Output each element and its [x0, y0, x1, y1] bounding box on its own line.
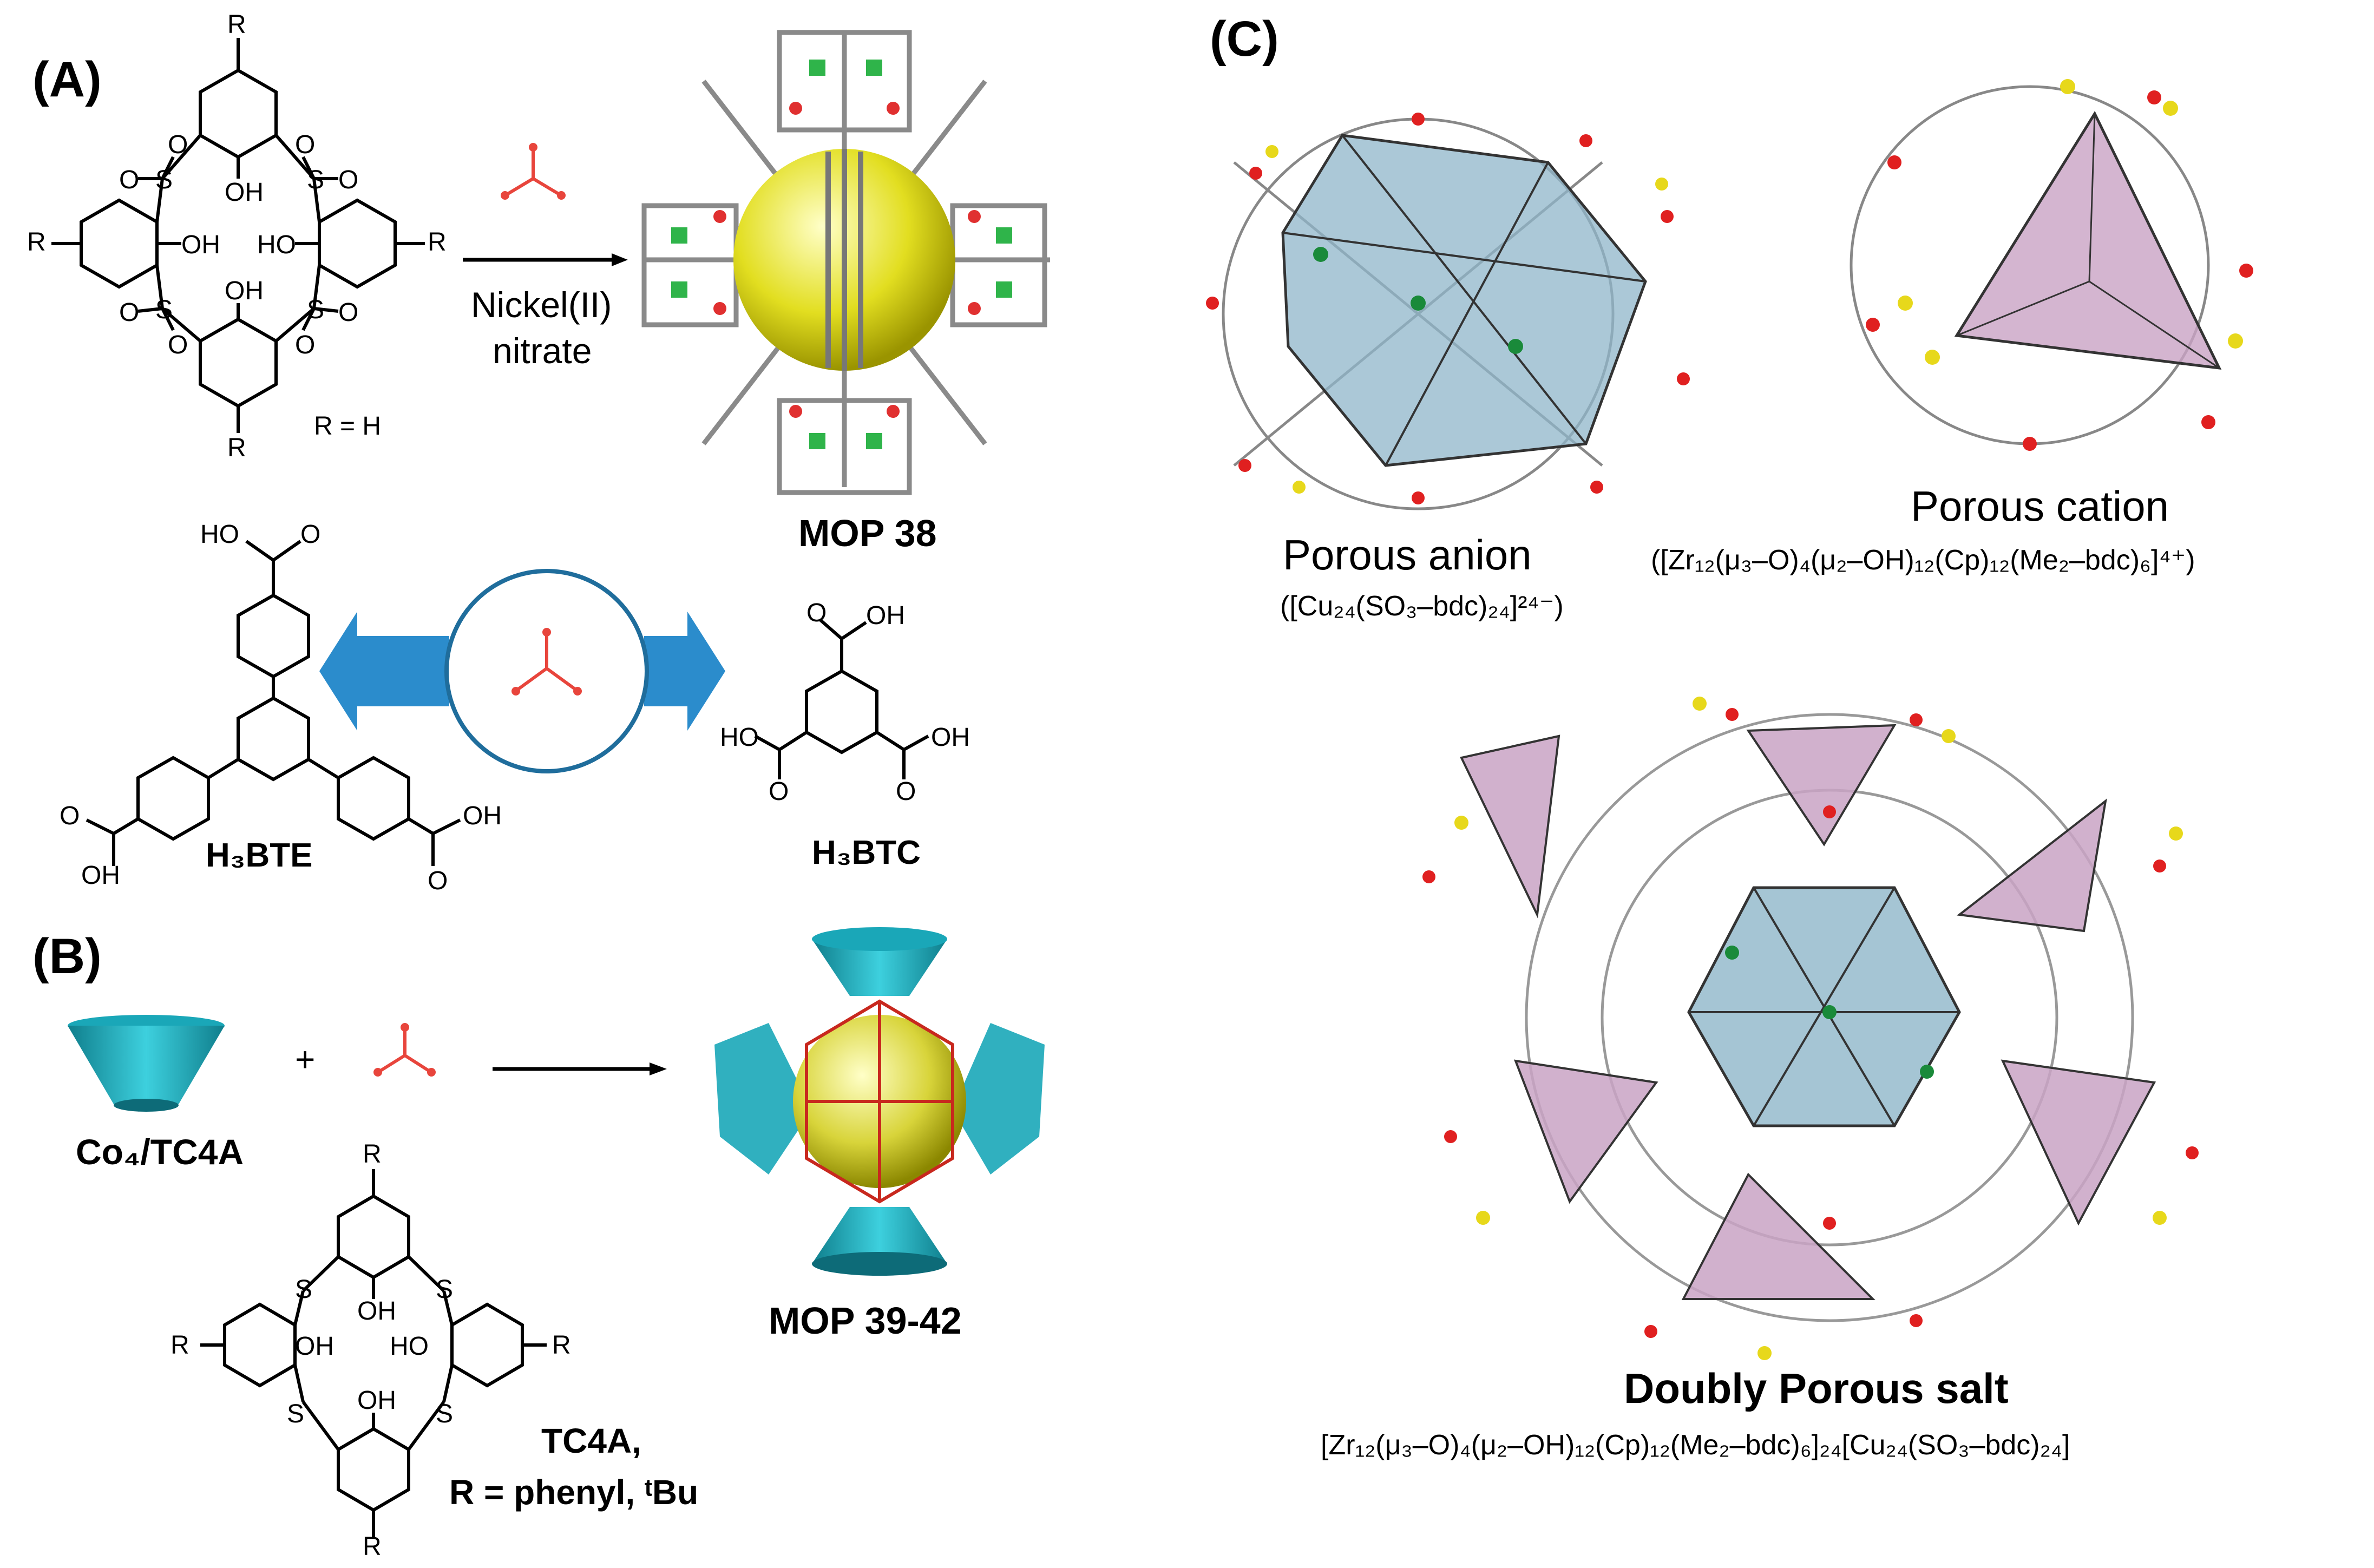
r-label-top: R	[227, 10, 246, 39]
bte-oh-right: OH	[463, 802, 502, 830]
mop39-42-label: MOP 39-42	[769, 1300, 962, 1342]
btc-o-right: O	[896, 777, 916, 806]
plus-sign: +	[295, 1040, 316, 1079]
oxo-8: O	[295, 331, 316, 359]
btc-o-left: O	[769, 777, 789, 806]
tc4a-s-tl: S	[295, 1275, 313, 1304]
porous-cation-title: Porous cation	[1911, 482, 2169, 530]
so2-s-tl: S	[155, 166, 173, 194]
oxo-4: O	[295, 130, 316, 159]
btc-ho-left: HO	[720, 723, 759, 752]
porous-anion-title: Porous anion	[1283, 531, 1532, 579]
co4-tc4a-label: Co₄/TC4A	[76, 1132, 244, 1172]
tc4a-oh-left: OH	[295, 1332, 334, 1361]
so2-s-tr: S	[307, 166, 325, 194]
tc4a-r-bottom: R	[363, 1532, 382, 1561]
mop38-label: MOP 38	[798, 512, 937, 554]
tc4a-name: TC4A,	[541, 1421, 641, 1460]
reagent-line1: Nickel(II)	[471, 285, 612, 325]
h3btc-label: H₃BTC	[812, 834, 921, 871]
h3bte-label: H₃BTE	[206, 837, 313, 874]
btc-oh-right: OH	[931, 723, 970, 752]
tc4a-ho-right: HO	[390, 1332, 429, 1361]
tc4a-r-definition: R = phenyl, ᵗBu	[449, 1473, 699, 1512]
btc-oh-top: OH	[866, 601, 905, 630]
oxo-7: O	[338, 298, 359, 327]
doubly-porous-salt-formula: [Zr₁₂(μ₃–O)₄(μ₂–OH)₁₂(Cp)₁₂(Me₂–bdc)₆]₂₄…	[1321, 1429, 2070, 1461]
r-label-right: R	[428, 228, 447, 257]
oxo-5: O	[119, 298, 140, 327]
tc4a-s-bl: S	[287, 1400, 305, 1428]
oxo-2: O	[168, 130, 188, 159]
panel-c-label: (C)	[1210, 11, 1279, 67]
tc4a-r-top: R	[363, 1140, 382, 1169]
bte-o-right: O	[428, 867, 448, 895]
so2-s-bl: S	[155, 296, 173, 324]
bte-o-top: O	[300, 520, 321, 549]
bte-ho-top: HO	[200, 520, 239, 549]
so2-s-br: S	[307, 296, 325, 324]
porous-anion-formula: ([Cu₂₄(SO₃–bdc)₂₄]²⁴⁻)	[1280, 591, 1564, 622]
tc4a-r-right: R	[552, 1331, 571, 1360]
tc4a-oh-top: OH	[357, 1297, 396, 1326]
oxo-6: O	[168, 331, 188, 359]
tc4a-r-left: R	[170, 1331, 189, 1360]
btc-o-top: O	[806, 599, 827, 627]
oh-top: OH	[225, 178, 264, 207]
r-label-left: R	[27, 228, 46, 257]
oxo-1: O	[119, 166, 140, 194]
tc4a-s-br: S	[436, 1400, 454, 1428]
tc4a-s-tr: S	[436, 1275, 454, 1304]
panel-a-label: (A)	[32, 52, 102, 107]
r-definition: R = H	[314, 412, 382, 441]
doubly-porous-salt-title: Doubly Porous salt	[1624, 1364, 2009, 1412]
bte-oh-left: OH	[81, 861, 120, 890]
r-label-bottom: R	[227, 434, 246, 462]
porous-cation-formula: ([Zr₁₂(μ₃–O)₄(μ₂–OH)₁₂(Cp)₁₂(Me₂–bdc)₆]⁴…	[1651, 544, 2195, 576]
tc4a-oh-bottom: OH	[357, 1386, 396, 1415]
oh-left: OH	[181, 231, 220, 259]
bte-o-left: O	[60, 802, 80, 830]
reagent-line2: nitrate	[493, 331, 592, 371]
oxo-3: O	[338, 166, 359, 194]
ho-right: HO	[257, 231, 296, 259]
oh-bottom: OH	[225, 277, 264, 305]
panel-b-label: (B)	[32, 929, 102, 984]
